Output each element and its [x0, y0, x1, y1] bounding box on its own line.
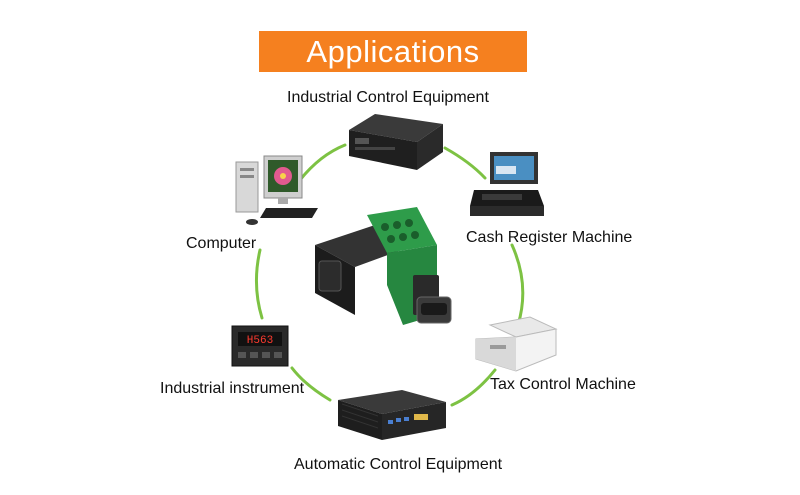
cash-register-icon	[470, 152, 544, 216]
label-automatic-control-equipment: Automatic Control Equipment	[294, 456, 503, 473]
label-tax-control-machine: Tax Control Machine	[490, 376, 636, 393]
label-industrial-control-equipment: Industrial Control Equipment	[287, 89, 489, 106]
ring-arc-bottom-right	[450, 368, 497, 407]
label-cash-register-machine: Cash Register Machine	[466, 229, 633, 246]
desktop-computer-icon	[235, 155, 318, 225]
db9-terminal-connector-icon	[315, 207, 452, 325]
applications-banner: Applications	[259, 31, 527, 72]
label-industrial-instrument: Industrial instrument	[160, 380, 305, 397]
ring-arc-top-left	[298, 143, 347, 182]
label-computer: Computer	[186, 235, 257, 252]
rack-chassis-icon	[349, 114, 443, 170]
ring-arc-top-right	[443, 146, 487, 180]
ring-arc-bottom-left	[290, 366, 332, 402]
banner-title: Applications	[306, 33, 480, 69]
industrial-instrument-icon: H563	[231, 325, 289, 367]
ring-arc-left	[254, 248, 264, 320]
tax-control-printer-icon	[475, 316, 558, 372]
fanless-industrial-pc-icon	[338, 390, 446, 440]
instrument-display-readout: H563	[247, 335, 273, 347]
ring-arc-right	[510, 243, 525, 327]
